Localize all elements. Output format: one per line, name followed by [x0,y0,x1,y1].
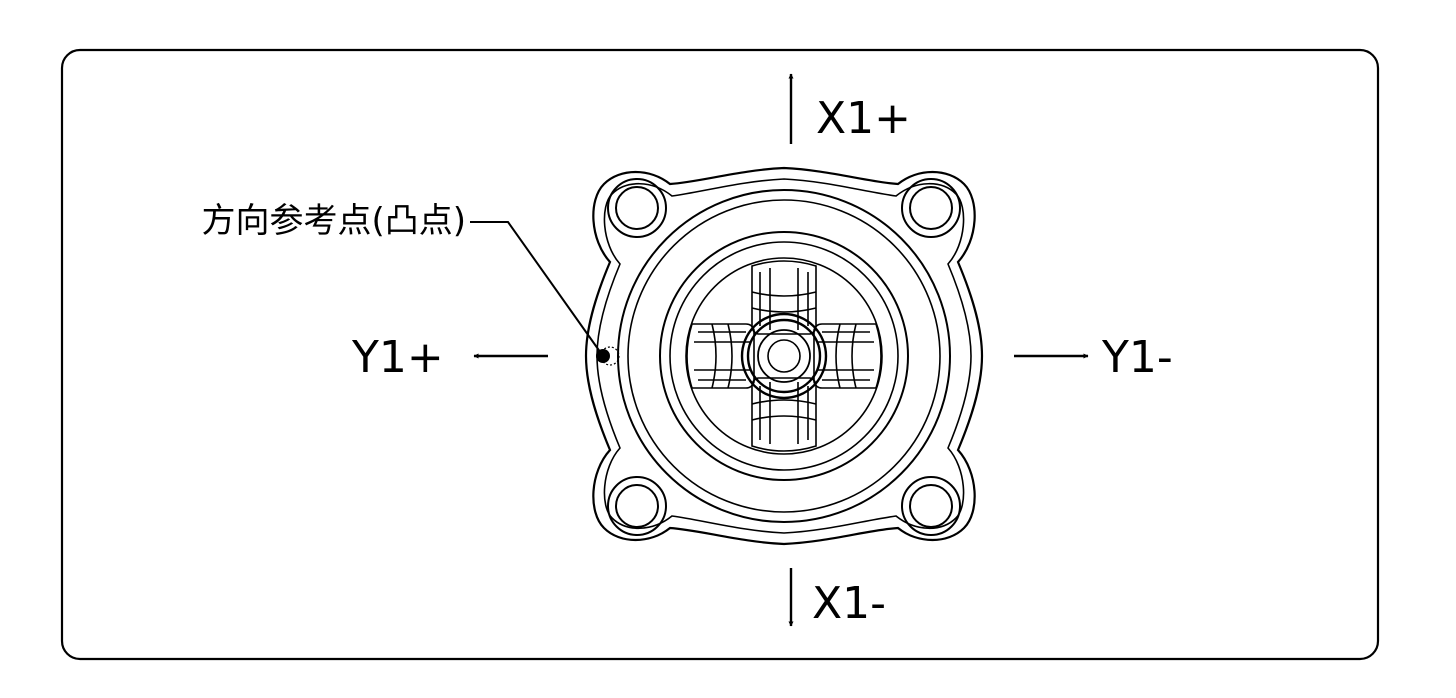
flange-outline-inner [596,178,972,534]
spoke-left [686,323,755,389]
bolt-hole-top-left [607,178,667,238]
hub-outer [740,312,828,400]
spoke-right [813,323,882,389]
reference-leader-line [470,221,604,357]
spoke-top [751,260,817,335]
ring-fifth [685,257,883,455]
flange-outline [584,166,984,546]
flange-part [584,166,984,546]
hub-inner [757,329,811,383]
label-x-minus: X1- [812,578,886,629]
hub-middle [746,318,822,394]
spoke-bottom [751,377,817,452]
ring-outer [617,189,951,523]
bolt-hole-bottom-left [607,476,667,536]
label-y-plus: Y1+ [351,332,444,383]
ring-second [627,199,941,513]
label-x-plus: X1+ [816,93,911,144]
bolt-hole-top-right [901,178,961,238]
diagram-frame [60,48,1380,661]
ring-third [659,231,909,481]
label-reference-point: 方向参考点(凸点) [201,201,466,241]
bolt-hole-bottom-right [901,476,961,536]
ring-fourth [669,241,899,471]
label-y-minus: Y1- [1101,332,1173,383]
hub-bore [767,339,801,373]
